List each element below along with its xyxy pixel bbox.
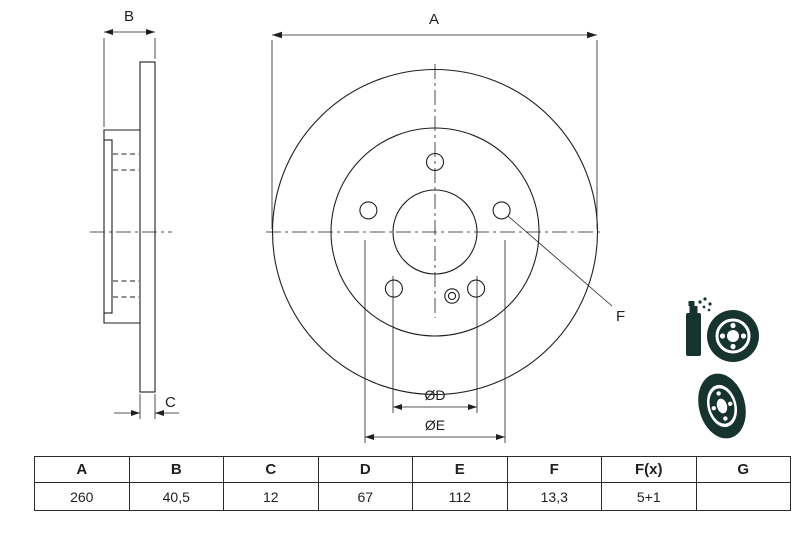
spec-header-b: B — [128, 456, 224, 483]
front-view — [266, 64, 604, 396]
dimension-e-label: ØE — [425, 417, 445, 433]
arrowhead — [272, 31, 282, 39]
spec-header-f: F — [506, 456, 602, 483]
spec-value-a: 260 — [34, 482, 130, 511]
dimension-b-label: B — [124, 8, 134, 25]
dimension-d: ØD — [392, 276, 478, 413]
center-bore-circle — [392, 189, 478, 275]
dimension-e: ØE — [364, 240, 506, 443]
spray-can-icon — [686, 297, 712, 356]
spec-header-e: E — [412, 456, 508, 483]
dimension-b: B — [103, 8, 156, 127]
spec-header-c: C — [223, 456, 319, 483]
arrowhead — [155, 410, 164, 416]
bolt-hole — [425, 152, 445, 172]
disc-perspective-icon — [698, 373, 746, 439]
dimension-d-label: ØD — [425, 387, 446, 403]
spec-header-fx: F(x) — [601, 456, 697, 483]
disc-plate-outline — [139, 61, 156, 393]
dimension-a: A — [271, 11, 598, 229]
bolt-hole — [467, 279, 486, 298]
bolt-hole — [492, 201, 511, 220]
spec-table-wrap: A B C D E F F(x) G 260 40,5 12 67 112 — [34, 456, 791, 511]
arrowhead — [587, 31, 597, 39]
arrowhead — [131, 410, 140, 416]
locating-pin-hole-inner — [447, 291, 457, 301]
dimension-f-leader: F — [507, 215, 625, 325]
disc-front-icon — [707, 310, 759, 362]
arrowhead — [146, 29, 155, 35]
side-view — [90, 61, 172, 393]
spec-header-a: A — [34, 456, 130, 483]
spec-header-row: A B C D E F F(x) G — [34, 456, 791, 483]
spec-table: A B C D E F F(x) G 260 40,5 12 67 112 — [34, 456, 791, 511]
spec-value-fx: 5+1 — [601, 482, 697, 511]
spec-header-d: D — [317, 456, 413, 483]
spec-value-f: 13,3 — [506, 482, 602, 511]
spec-header-g: G — [695, 456, 791, 483]
dimension-c-label: C — [165, 394, 176, 411]
technical-drawing: B C A — [90, 8, 759, 443]
arrowhead — [393, 404, 402, 410]
locating-pin-hole — [444, 288, 460, 304]
friction-ring-circle — [330, 127, 540, 337]
spec-value-d: 67 — [317, 482, 413, 511]
spec-value-g — [695, 482, 791, 511]
spec-value-e: 112 — [412, 482, 508, 511]
bolt-hole — [384, 279, 403, 298]
bolt-hole — [359, 201, 378, 220]
arrowhead — [496, 434, 505, 440]
spec-value-c: 12 — [223, 482, 319, 511]
coated-disc-pictogram — [686, 297, 759, 362]
spec-value-row: 260 40,5 12 67 112 13,3 5+1 — [34, 482, 791, 511]
leader-line — [507, 215, 613, 307]
outer-diameter-circle — [271, 68, 599, 396]
arrowhead — [365, 434, 374, 440]
dimension-c: C — [114, 394, 179, 419]
arrowhead — [468, 404, 477, 410]
dimension-a-label: A — [429, 11, 439, 28]
spec-value-b: 40,5 — [128, 482, 224, 511]
dimension-f-label: F — [616, 308, 625, 325]
arrowhead — [104, 29, 113, 35]
